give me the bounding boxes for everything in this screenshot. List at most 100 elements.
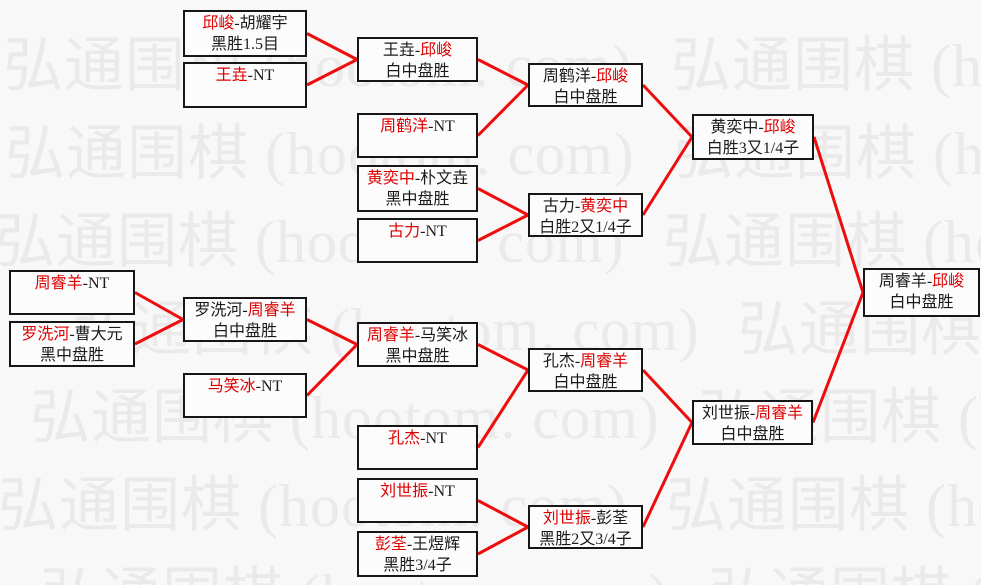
connector-line [477, 499, 529, 529]
match-box-kong_nt: 孔杰-NT [357, 425, 478, 470]
match-players: 黄奕中-邱峻 [694, 117, 812, 138]
connector-line [476, 369, 530, 449]
match-players: 刘世振-周睿羊 [694, 403, 811, 424]
winner-name: 周睿羊 [34, 275, 83, 292]
connector-line [306, 32, 358, 61]
match-result: 白胜3又1/4子 [706, 140, 800, 157]
player-name: 刘世振- [701, 405, 756, 422]
connector-line [641, 136, 694, 216]
connector-line [812, 136, 865, 293]
winner-name: 邱峻 [932, 273, 965, 290]
player-name: 黄奕中- [710, 119, 764, 136]
watermark-text: 弘通围棋 (hootom. com) [708, 566, 981, 585]
match-players: 孔杰-NT [359, 428, 476, 449]
winner-name: 黄奕中 [580, 198, 629, 215]
winner-name: 刘世振 [542, 510, 591, 527]
connector-line [134, 291, 184, 321]
winner-name: 周睿羊 [755, 405, 804, 422]
match-box-luo_cao: 罗洗河-曹大元黑中盘胜 [9, 321, 135, 367]
match-result: 白胜2又1/4子 [539, 219, 632, 236]
winner-name: 邱峻 [202, 15, 235, 32]
match-players: 古力-NT [359, 221, 476, 242]
watermark-text: 弘通围棋 (hootom. com) [0, 473, 628, 539]
match-box-liu_nt: 刘世振-NT [357, 478, 478, 523]
match-players: 周鹤洋-邱峻 [530, 66, 641, 87]
player-name: -NT [420, 223, 447, 240]
match-box-final: 周睿羊-邱峻白中盘胜 [863, 268, 980, 317]
match-box-zhouhy_qiu: 周鹤洋-邱峻白中盘胜 [528, 63, 643, 107]
winner-name: 罗洗河 [21, 326, 70, 343]
winner-name: 周睿羊 [247, 302, 296, 319]
match-box-luo_zhoury: 罗洗河-周睿羊白中盘胜 [183, 297, 307, 342]
player-name: -NT [428, 118, 455, 135]
match-result: 黑胜2又3/4子 [539, 531, 632, 548]
winner-name: 邱峻 [596, 68, 629, 85]
winner-name: 王垚 [215, 67, 248, 84]
match-result: 白中盘胜 [889, 294, 954, 311]
match-players: 马笑冰-NT [185, 376, 305, 397]
player-name: -NT [420, 430, 447, 447]
connector-line [306, 318, 358, 346]
watermark-text: 弘通围棋 (hootom. com) [5, 121, 635, 187]
connector-line [641, 421, 694, 528]
player-name: -王煜辉 [406, 536, 461, 553]
match-players: 周睿羊-邱峻 [865, 271, 978, 292]
match-result: 黑胜1.5目 [210, 36, 279, 53]
match-result: 白中盘胜 [385, 63, 450, 80]
connector-line [477, 213, 529, 242]
player-name: 王垚- [382, 42, 421, 59]
winner-name: 黄奕中 [366, 170, 415, 187]
match-box-wang_qiu: 王垚-邱峻白中盘胜 [357, 37, 478, 82]
match-players: 孔杰-周睿羊 [530, 351, 641, 372]
player-name: 孔杰- [542, 353, 581, 370]
winner-name: 古力 [388, 223, 421, 240]
match-result: 白中盘胜 [553, 89, 618, 106]
match-players: 邱峻-胡耀宇 [185, 13, 305, 34]
match-box-huang_piao: 黄奕中-朴文垚黑中盘胜 [357, 165, 478, 212]
match-box-zhoury_nt: 周睿羊-NT [9, 270, 135, 315]
winner-name: 孔杰 [388, 430, 421, 447]
match-players: 周睿羊-NT [11, 273, 133, 294]
connector-line [306, 58, 358, 87]
winner-name: 周鹤洋 [380, 118, 429, 135]
watermark-text: 弘通围棋 (hootom. com) [30, 385, 660, 451]
connector-line [477, 343, 529, 372]
connector-line [641, 83, 694, 139]
winner-name: 刘世振 [380, 483, 429, 500]
match-box-zhouhy_nt: 周鹤洋-NT [357, 113, 478, 158]
player-name: 罗洗河- [194, 302, 248, 319]
winner-name: 周睿羊 [580, 353, 629, 370]
connector-line [134, 318, 184, 346]
match-players: 罗洗河-周睿羊 [185, 300, 305, 321]
connector-line [305, 343, 359, 397]
match-result: 黑中盘胜 [385, 348, 450, 365]
match-players: 刘世振-彭荃 [530, 508, 641, 529]
player-name: -NT [247, 67, 275, 84]
match-result: 黑中盘胜 [39, 347, 104, 364]
match-box-peng_wang: 彭荃-王煜辉黑胜3/4子 [357, 531, 478, 577]
watermark-text: 弘通围棋 (hootom. com) [0, 209, 625, 275]
watermark-text: 弘通围棋 (hootom. com) [40, 566, 670, 585]
match-players: 彭荃-王煜辉 [359, 534, 476, 555]
player-name: -朴文垚 [414, 170, 469, 187]
match-box-huang_qiu: 黄奕中-邱峻白胜3又1/4子 [692, 114, 814, 160]
match-result: 白中盘胜 [553, 374, 618, 391]
match-players: 周睿羊-马笑冰 [359, 325, 476, 346]
connector-line [811, 291, 865, 424]
connector-line [641, 368, 694, 424]
match-result: 黑胜3/4子 [383, 557, 452, 574]
watermark-text: 弘通围棋 (hootom. com) [666, 473, 981, 539]
match-players: 刘世振-NT [359, 481, 476, 502]
match-box-wang_nt: 王垚-NT [183, 62, 307, 108]
match-box-zhoury_ma: 周睿羊-马笑冰黑中盘胜 [357, 322, 478, 367]
player-name: -NT [255, 378, 283, 395]
match-players: 周鹤洋-NT [359, 116, 476, 137]
player-name: -NT [428, 483, 455, 500]
match-box-guli_nt: 古力-NT [357, 218, 478, 263]
match-box-liu_peng: 刘世振-彭荃黑胜2又3/4子 [528, 505, 643, 549]
winner-name: 马笑冰 [207, 378, 256, 395]
match-result: 白中盘胜 [212, 323, 277, 340]
connector-line [477, 58, 529, 87]
